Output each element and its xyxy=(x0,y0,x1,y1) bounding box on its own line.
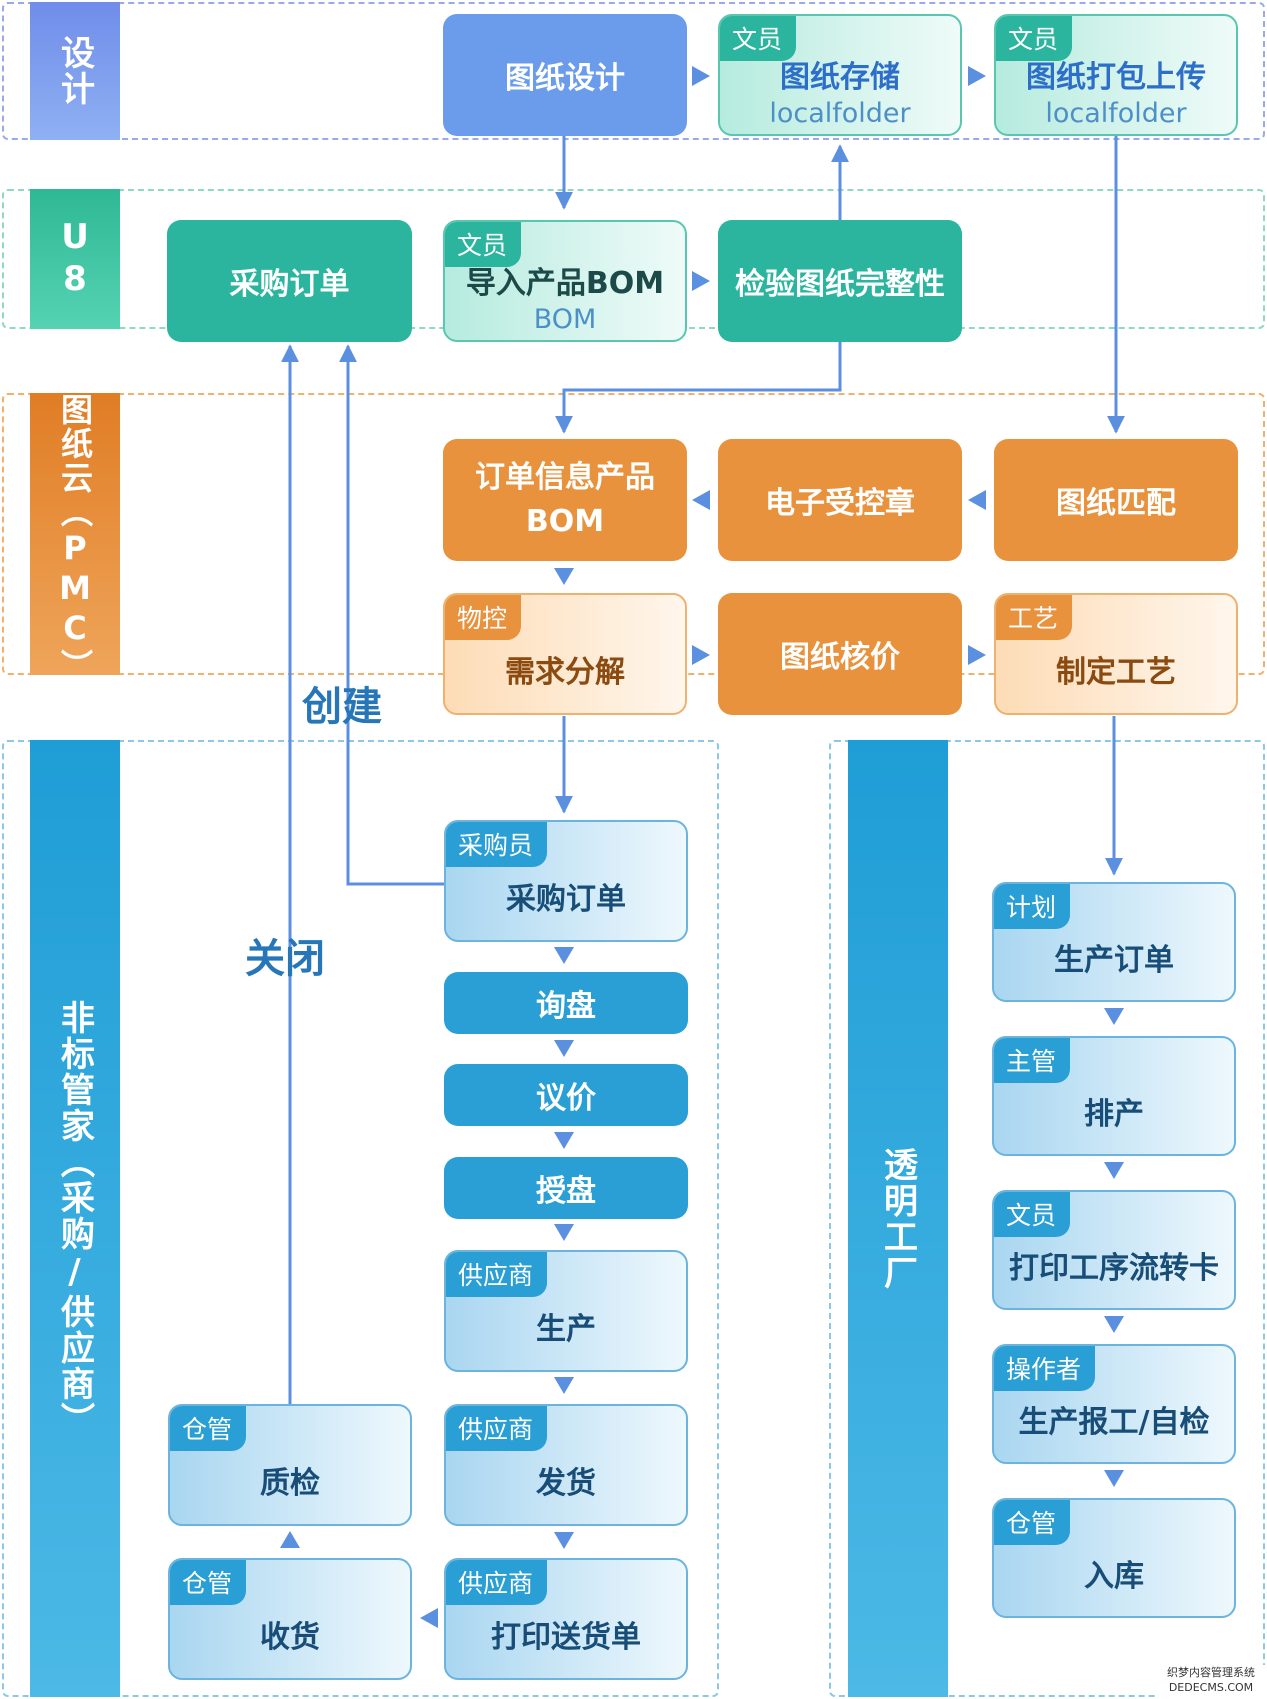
lane-u8-title: U8 xyxy=(30,189,120,329)
arrowhead-po-inquiry xyxy=(554,947,574,964)
arrowhead-store-pack xyxy=(968,66,986,86)
lane-purchase xyxy=(2,740,719,1697)
watermark-line1: 织梦内容管理系统 xyxy=(1167,1666,1255,1679)
role-tag: 文员 xyxy=(996,16,1073,61)
arrowhead-price-process xyxy=(968,645,986,665)
watermark: 织梦内容管理系统 DEDECMS.COM xyxy=(1155,1665,1267,1699)
lane-purchase-title: 非标管家（采购/供应商） xyxy=(30,740,120,1697)
node-print-delivery[interactable]: 供应商 打印送货单 xyxy=(444,1558,688,1680)
lane-factory xyxy=(829,740,1265,1697)
node-import-bom[interactable]: 文员 导入产品BOM BOM xyxy=(443,220,687,342)
role-tag: 操作者 xyxy=(994,1346,1096,1391)
node-receive[interactable]: 仓管 收货 xyxy=(168,1558,412,1680)
node-report[interactable]: 操作者 生产报工/自检 xyxy=(992,1344,1236,1464)
node-inquiry[interactable]: 询盘 xyxy=(444,972,688,1034)
node-demand-split[interactable]: 物控 需求分解 xyxy=(443,593,687,715)
role-tag: 采购员 xyxy=(446,822,548,867)
role-tag: 物控 xyxy=(445,595,522,640)
watermark-line2: DEDECMS.COM xyxy=(1168,1681,1254,1694)
arrowhead-card-report xyxy=(1104,1316,1124,1333)
label-create: 创建 xyxy=(302,684,382,730)
arrowhead-orderbom-split xyxy=(554,568,574,585)
role-tag: 文员 xyxy=(994,1192,1071,1237)
node-po-buyer[interactable]: 采购员 采购订单 xyxy=(444,820,688,942)
role-tag: 供应商 xyxy=(446,1406,548,1451)
node-drawing-design[interactable]: 图纸设计 xyxy=(443,14,687,136)
lane-factory-title: 透明工厂 xyxy=(848,740,948,1697)
role-tag: 主管 xyxy=(994,1038,1071,1083)
arrowhead-negotiate-award xyxy=(554,1132,574,1149)
node-ship[interactable]: 供应商 发货 xyxy=(444,1404,688,1526)
arrowhead-inquiry-negotiate xyxy=(554,1040,574,1057)
role-tag: 文员 xyxy=(720,16,797,61)
node-schedule[interactable]: 主管 排产 xyxy=(992,1036,1236,1156)
arrowhead-stamp-orderbom xyxy=(692,490,710,510)
node-negotiate[interactable]: 议价 xyxy=(444,1064,688,1126)
node-drawing-price[interactable]: 图纸核价 xyxy=(718,593,962,715)
node-e-stamp[interactable]: 电子受控章 xyxy=(718,439,962,561)
arrowhead-report-stock xyxy=(1104,1470,1124,1487)
arrowhead-import-check xyxy=(692,271,710,291)
arrowhead-schedule-card xyxy=(1104,1162,1124,1179)
node-stock-in[interactable]: 仓管 入库 xyxy=(992,1498,1236,1618)
lane-design xyxy=(2,2,1265,140)
node-produce[interactable]: 供应商 生产 xyxy=(444,1250,688,1372)
role-tag: 计划 xyxy=(994,884,1071,929)
node-award[interactable]: 授盘 xyxy=(444,1157,688,1219)
arrowhead-split-price xyxy=(692,645,710,665)
node-po-u8[interactable]: 采购订单 xyxy=(167,220,412,342)
lane-pmc-title: 图纸云（PMC） xyxy=(30,393,120,683)
node-qc[interactable]: 仓管 质检 xyxy=(168,1404,412,1526)
node-print-card[interactable]: 文员 打印工序流转卡 xyxy=(992,1190,1236,1310)
arrowhead-produce-ship xyxy=(554,1377,574,1394)
arrow-check-to-orderbom xyxy=(555,342,842,434)
arrowhead-prodorder-schedule xyxy=(1104,1008,1124,1025)
node-drawing-pack[interactable]: 文员 图纸打包上传 localfolder xyxy=(994,14,1238,136)
arrow-po-create xyxy=(339,344,445,886)
node-order-bom[interactable]: 订单信息产品BOM xyxy=(443,439,687,561)
role-tag: 仓管 xyxy=(170,1560,247,1605)
node-drawing-match[interactable]: 图纸匹配 xyxy=(994,439,1238,561)
arrowhead-match-stamp xyxy=(968,490,986,510)
role-tag: 文员 xyxy=(445,222,522,267)
role-tag: 仓管 xyxy=(994,1500,1071,1545)
lane-design-title: 设计 xyxy=(30,2,120,140)
node-make-process[interactable]: 工艺 制定工艺 xyxy=(994,593,1238,715)
arrowhead-receive-qc xyxy=(280,1531,300,1548)
role-tag: 工艺 xyxy=(996,595,1073,640)
role-tag: 供应商 xyxy=(446,1560,548,1605)
role-tag: 仓管 xyxy=(170,1406,247,1451)
node-prod-order[interactable]: 计划 生产订单 xyxy=(992,882,1236,1002)
label-close: 关闭 xyxy=(245,936,325,982)
role-tag: 供应商 xyxy=(446,1252,548,1297)
arrowhead-print-receive xyxy=(420,1608,438,1628)
node-drawing-store[interactable]: 文员 图纸存储 localfolder xyxy=(718,14,962,136)
node-check-drawing[interactable]: 检验图纸完整性 xyxy=(718,220,962,342)
arrowhead-award-produce xyxy=(554,1224,574,1241)
arrowhead-design-store xyxy=(692,66,710,86)
arrowhead-ship-print xyxy=(554,1532,574,1549)
